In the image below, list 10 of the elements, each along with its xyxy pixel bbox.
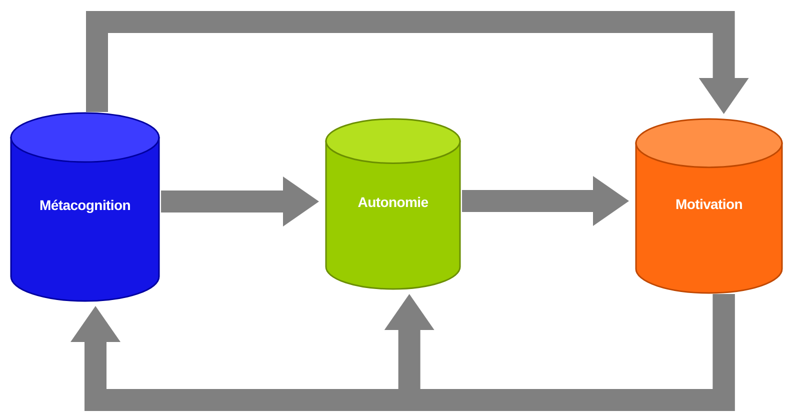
cylinder	[10, 112, 160, 302]
arrow	[86, 11, 749, 114]
cylinder	[635, 118, 783, 294]
arrow	[161, 176, 319, 226]
node-label: Motivation	[674, 196, 744, 212]
arrow	[462, 176, 629, 226]
node-label: Métacognition	[38, 197, 132, 213]
cylinder	[325, 118, 461, 290]
arrow	[384, 294, 735, 411]
node-label: Autonomie	[356, 194, 430, 210]
